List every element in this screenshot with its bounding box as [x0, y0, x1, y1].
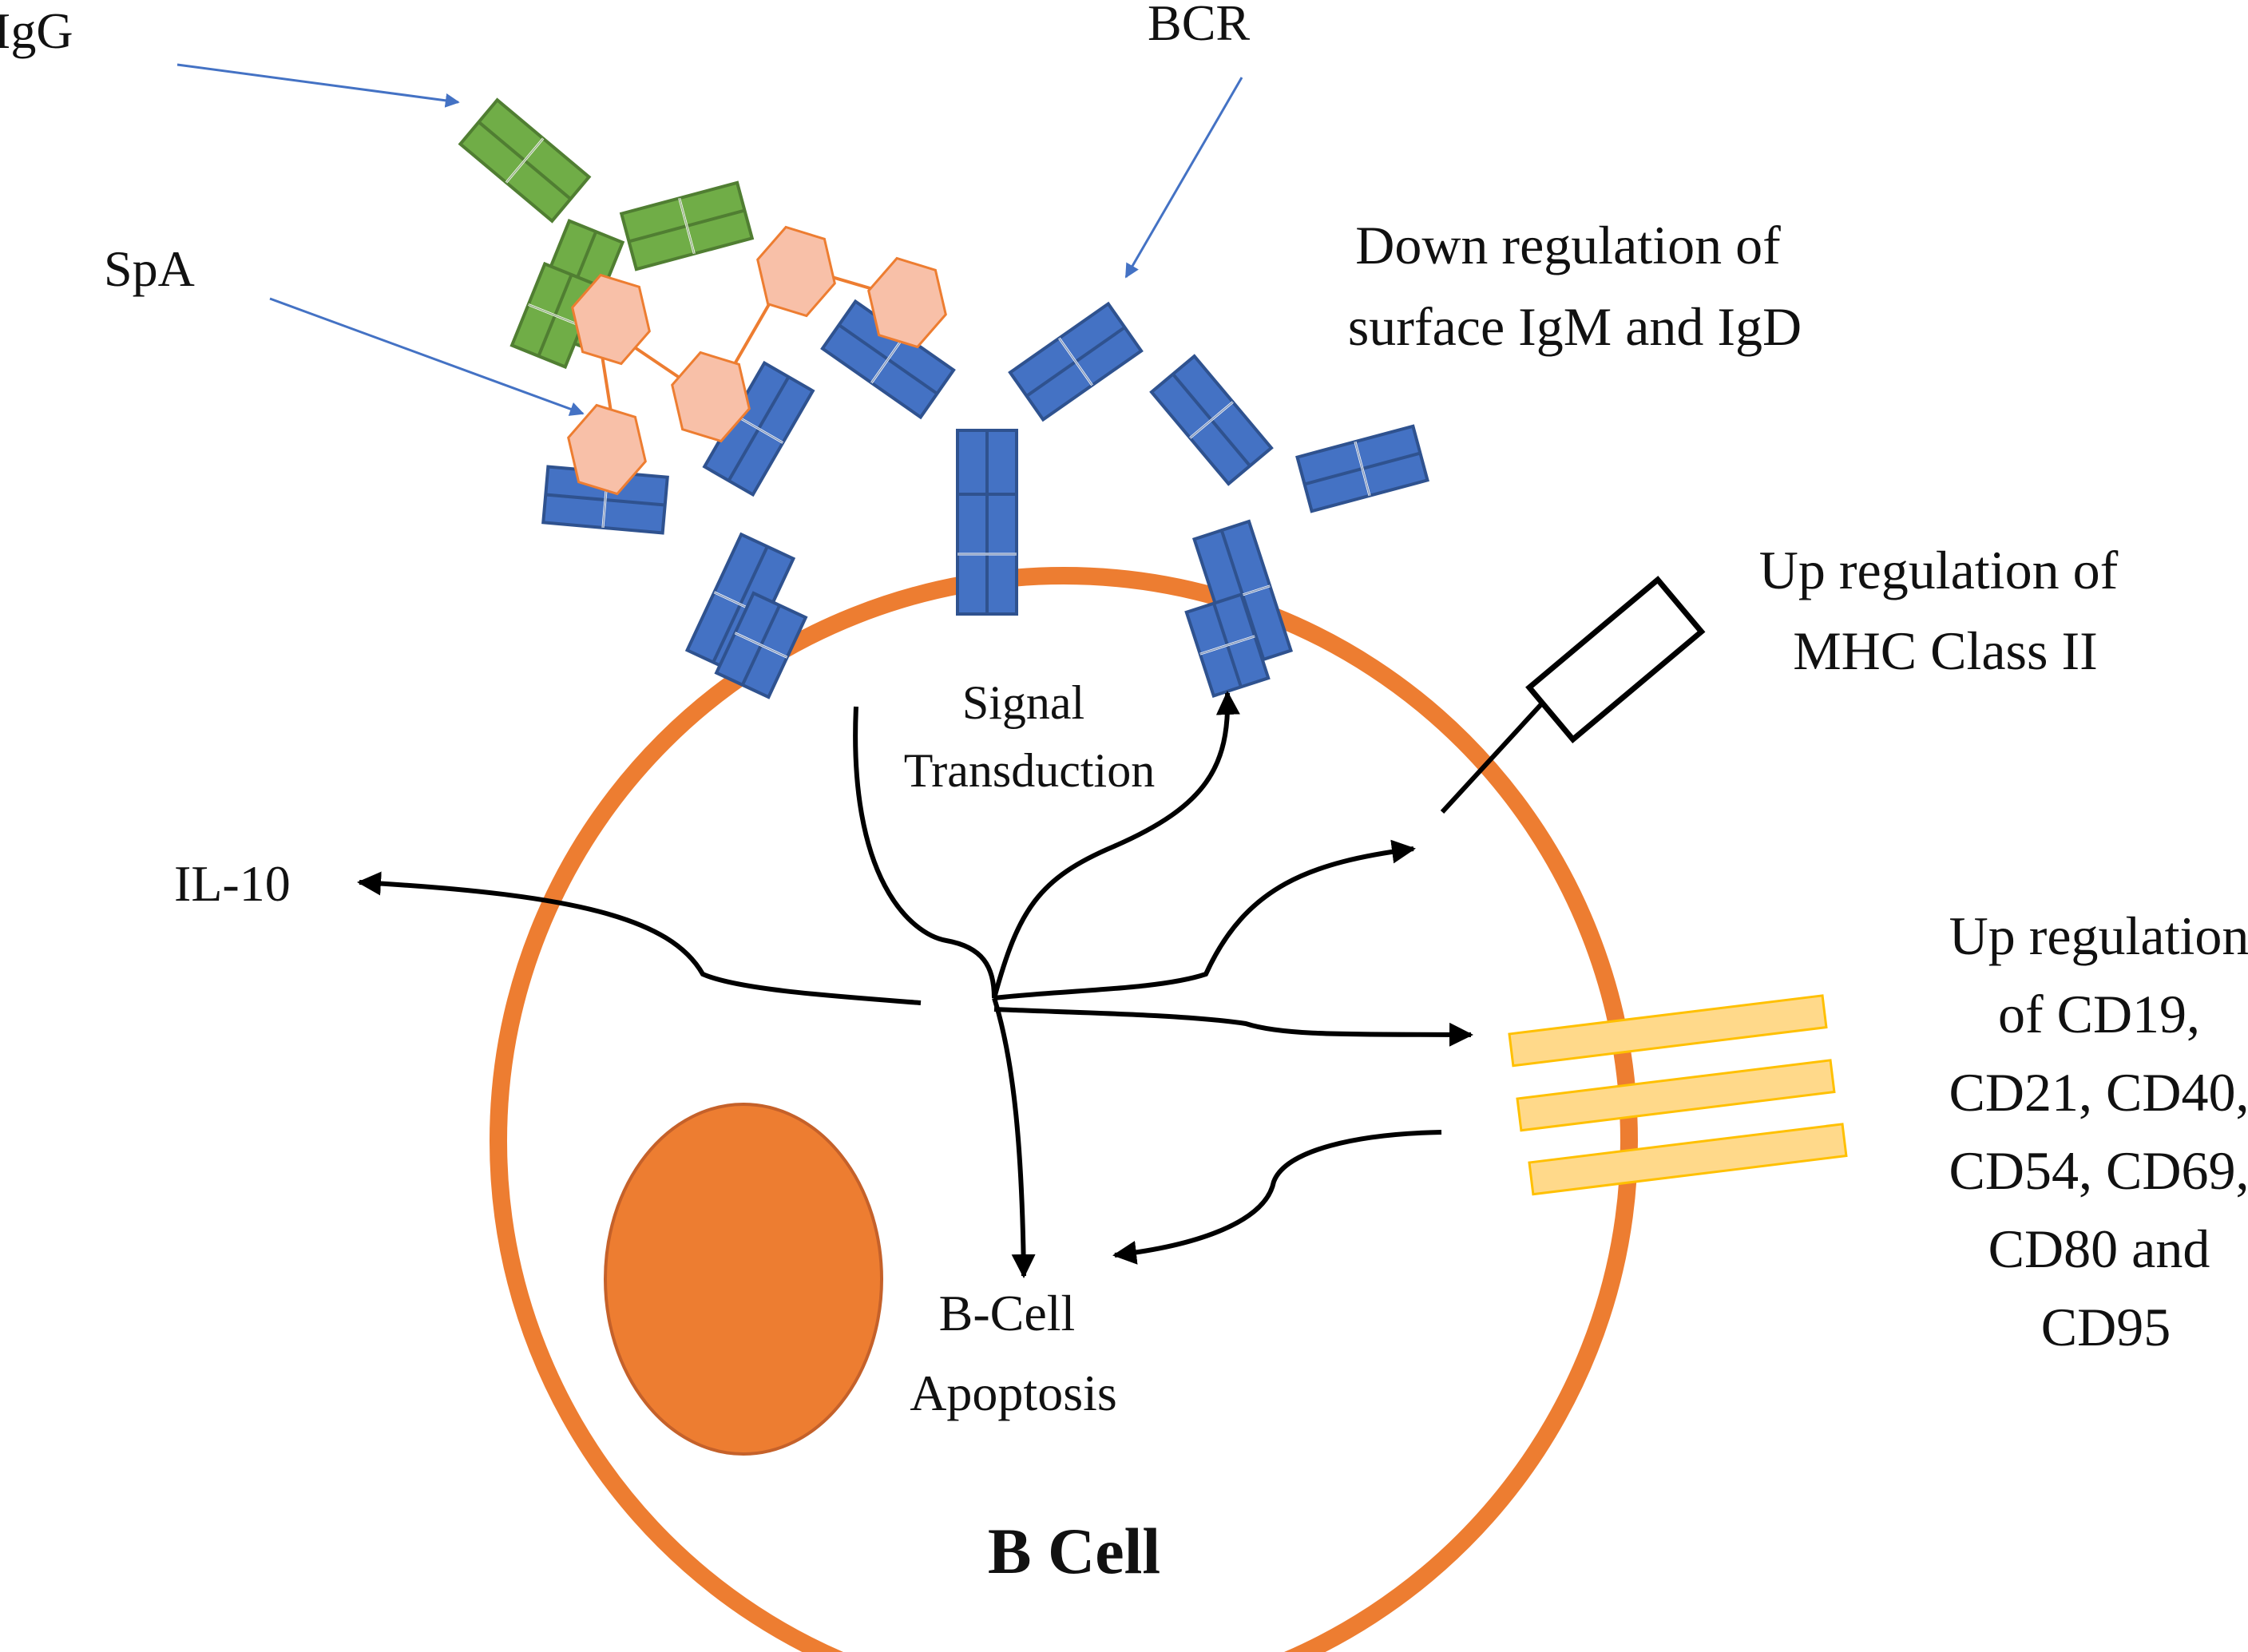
spa-pointer-arrow — [269, 297, 585, 416]
up-regulation-cd-label: Up regulation of CD19, CD21, CD40, CD54,… — [1949, 905, 2248, 1357]
spa-label: SpA — [104, 240, 195, 297]
signal-to-bcr-arrow — [992, 691, 1240, 999]
bcr-stem-domain — [956, 493, 1018, 616]
igg-label: IgG — [0, 2, 73, 59]
bcr-arm-domain — [1149, 354, 1274, 486]
bcr-arm-domain — [1295, 424, 1429, 513]
cell-name-label: B Cell — [988, 1515, 1160, 1587]
bcr-arm-domain — [1008, 301, 1144, 422]
igg-pointer-arrow — [176, 63, 460, 108]
cd-receptor-bar — [1508, 994, 1828, 1068]
spa-hexagon — [571, 273, 651, 366]
bcr-label: BCR — [1148, 0, 1250, 51]
spa-hexagon — [867, 256, 947, 349]
igg-arm-domain — [458, 97, 592, 224]
spa-protein-group — [567, 225, 947, 496]
cd-receptor-bar — [1516, 1059, 1836, 1132]
spa-hexagon — [567, 403, 647, 496]
nucleus — [604, 1103, 883, 1456]
spa-hexagon — [756, 225, 836, 318]
bcr-pointer-arrow — [1124, 77, 1243, 279]
bcr-arm-domain — [541, 465, 669, 535]
down-regulation-label: Down regulation of surface IgM and IgD — [1348, 215, 1802, 357]
antibody-group — [458, 97, 1429, 699]
mhc-class-ii-receptor — [1440, 576, 1706, 814]
il10-label: IL-10 — [174, 855, 291, 912]
cd-to-apoptosis-arrow — [1112, 1130, 1442, 1265]
apoptosis-label: B-Cell Apoptosis — [910, 1285, 1117, 1421]
up-regulation-mhc-label: Up regulation of MHC Class II — [1759, 540, 2131, 681]
cd-receptor-group — [1508, 994, 1848, 1196]
igg-arm-domain — [619, 180, 755, 271]
cd-arrow — [993, 1007, 1473, 1047]
spa-hexagon — [671, 351, 751, 443]
pathway-arrows — [357, 691, 1473, 1278]
signal-transduction-label: Signal Transduction — [904, 676, 1155, 797]
cell-membrane — [490, 567, 1638, 1652]
mhc-arrow — [993, 839, 1416, 1000]
bcr-stem-domain — [1184, 592, 1271, 698]
apoptosis-arrow — [992, 997, 1036, 1278]
signal-input-curve — [853, 706, 997, 999]
bcr-stem-domain — [714, 591, 808, 699]
pointer-arrows — [176, 63, 1243, 416]
cd-receptor-bar — [1528, 1123, 1848, 1196]
il10-arrow — [357, 871, 922, 1005]
